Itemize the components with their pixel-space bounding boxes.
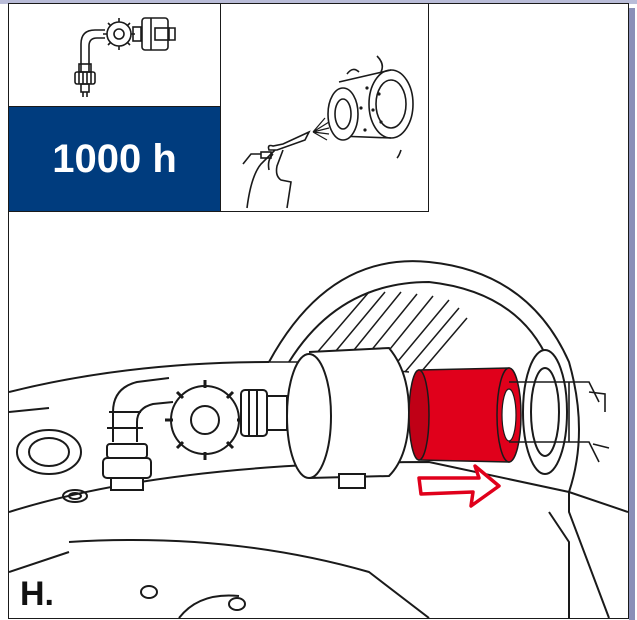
filter-cleaning-cell (221, 4, 429, 212)
intake-assembly-cell (9, 4, 221, 107)
red-filter-cartridge (408, 367, 522, 463)
frame-shadow-right (629, 8, 635, 620)
air-filter-removal-illustration (9, 260, 628, 618)
service-interval-badge: 1000 h (9, 107, 221, 212)
service-interval-text: 1000 h (52, 136, 177, 181)
panel-border (8, 3, 629, 619)
air-intake-assembly-icon (74, 17, 176, 97)
frame-shadow-top (0, 0, 637, 4)
step-label: H. (20, 575, 54, 613)
removal-arrow (417, 464, 501, 508)
compressed-air-blow-gun-cleaning-filter-icon (242, 55, 414, 209)
empty-cell (429, 4, 628, 212)
filter-removal-illustration (9, 212, 628, 618)
